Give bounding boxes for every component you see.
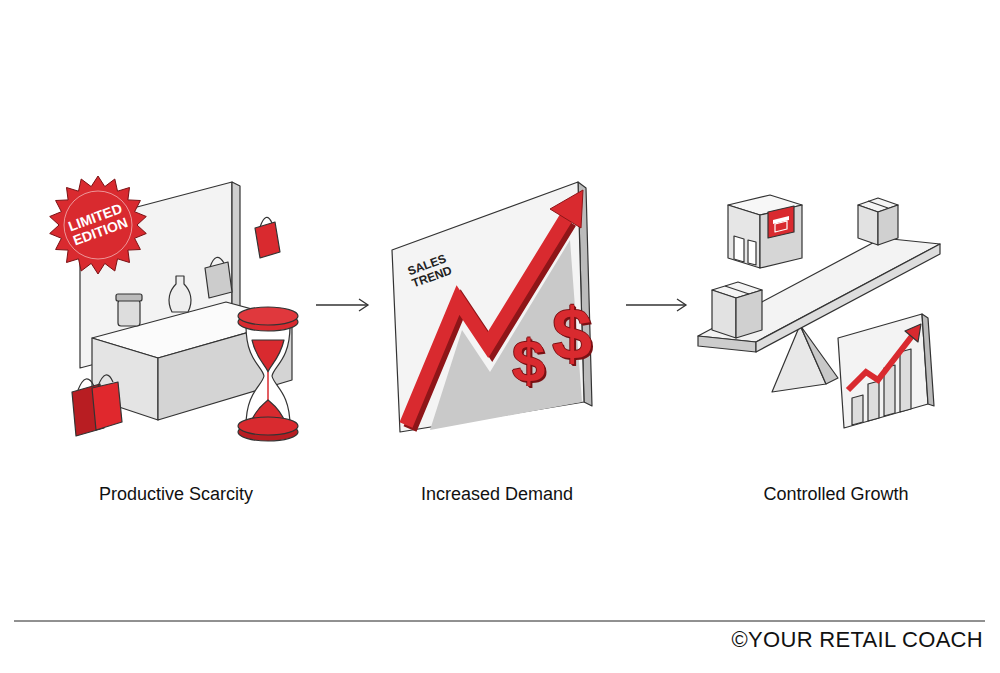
product-vase (169, 276, 191, 312)
flow-arrow (316, 299, 368, 311)
arrow-head (677, 299, 686, 311)
shopping-bag (255, 222, 280, 258)
shopping-bags (92, 382, 122, 430)
product-jar (116, 294, 142, 301)
illustration-layer (72, 182, 940, 441)
box (725, 286, 749, 294)
store-icon (734, 236, 744, 262)
stage-panel: Controlled Growth (686, 150, 986, 505)
bar-chart (838, 314, 928, 428)
shopping-bags (98, 375, 113, 386)
seesaw-plank (800, 325, 838, 384)
store-icon (748, 240, 756, 265)
box (736, 290, 762, 338)
product-bag (205, 262, 232, 298)
product-bag (210, 257, 224, 267)
hourglass (238, 417, 298, 435)
board-shape (392, 182, 592, 432)
trend-arrow (550, 190, 583, 228)
box (858, 198, 898, 245)
product-jar (116, 294, 142, 326)
store-icon (775, 221, 787, 232)
bar-chart (900, 349, 911, 412)
product-vase (169, 276, 191, 312)
stage-caption: Increased Demand (368, 484, 626, 505)
store-icon (728, 195, 802, 268)
bar-chart (868, 381, 879, 421)
arrow-line (316, 304, 368, 305)
box (712, 290, 736, 338)
dollar-symbol: $ (552, 298, 592, 370)
seesaw-plank (698, 336, 756, 352)
bar-chart (905, 324, 921, 342)
stage-caption: Productive Scarcity (36, 484, 316, 505)
box (868, 201, 888, 208)
shopping-bags (72, 375, 122, 436)
hourglass (267, 372, 269, 402)
stage-panel: Productive Scarcity LIMITED EDITION (36, 150, 316, 505)
hourglass (246, 326, 290, 426)
footer-rule (14, 621, 985, 622)
product-jar (118, 300, 140, 326)
copyright-note: ©YOUR RETAIL COACH (732, 627, 983, 653)
flow-arrow (626, 299, 686, 311)
box (858, 205, 878, 245)
bar-chart (922, 314, 934, 406)
product-bag (205, 257, 232, 298)
hourglass (238, 307, 298, 325)
trend-arrow (406, 218, 566, 425)
arrow-head (359, 299, 368, 311)
hourglass (238, 307, 298, 441)
bar-chart (838, 314, 934, 428)
box (878, 205, 898, 245)
arrow-line (626, 304, 686, 305)
shopping-bag (255, 217, 280, 258)
bar-chart (848, 336, 912, 390)
box (712, 282, 762, 338)
starburst-shape (50, 176, 147, 274)
store-icon (728, 205, 760, 268)
footer-rule (14, 621, 985, 622)
hourglass (252, 340, 284, 372)
store-icon (760, 205, 802, 268)
bar-chart (852, 395, 863, 425)
shopping-bag (260, 217, 272, 227)
starburst-badge: LIMITED EDITION (48, 175, 148, 275)
dollar-symbol: $ (512, 332, 545, 392)
store-icon (768, 206, 794, 238)
stage-caption: Controlled Growth (686, 484, 986, 505)
